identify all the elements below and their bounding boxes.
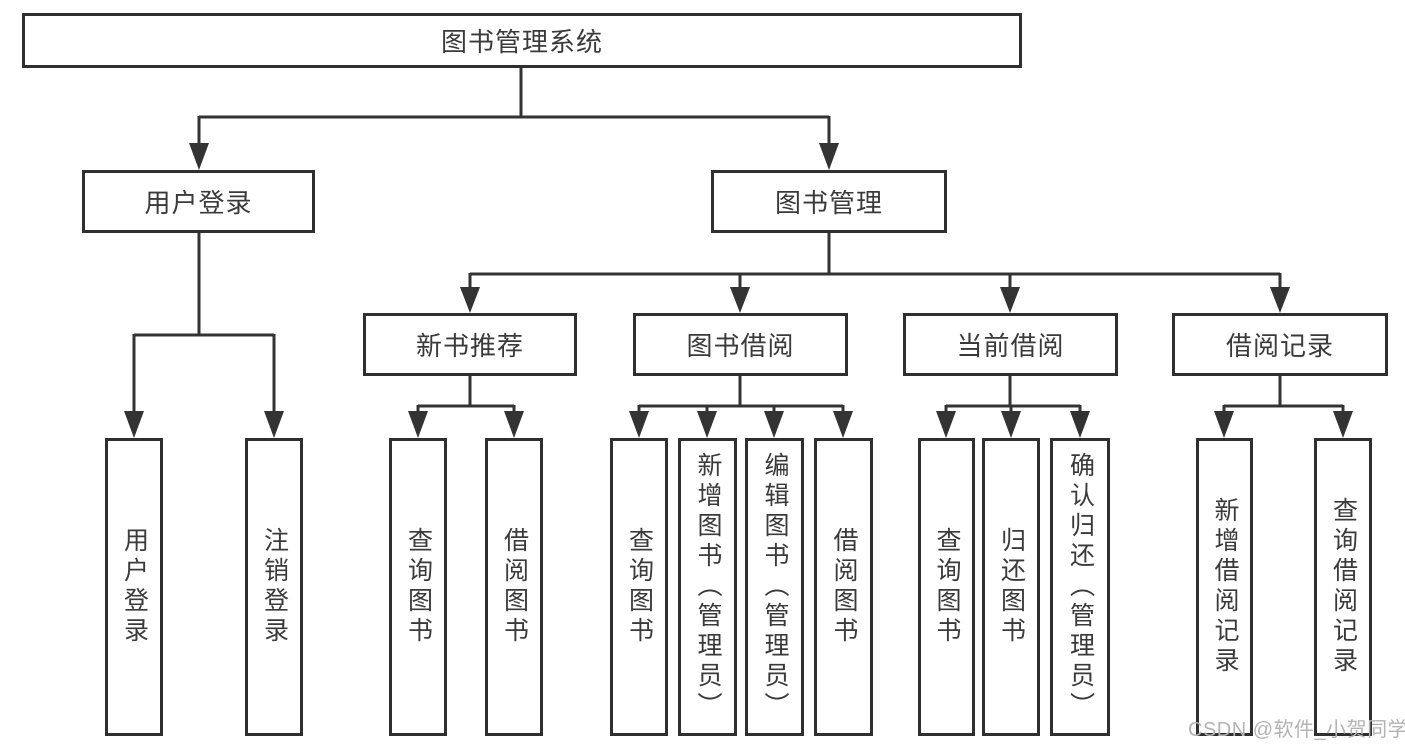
node-label: 新增图书（管理员）	[694, 452, 722, 722]
node-records-query-record: 查询借阅记录	[1314, 438, 1372, 736]
node-current-query-books: 查询图书	[918, 438, 975, 736]
node-new-book-recommend: 新书推荐	[363, 313, 577, 376]
node-records-add-record: 新增借阅记录	[1196, 438, 1253, 736]
node-label: 图书管理系统	[440, 27, 603, 57]
node-borrowing-records: 借阅记录	[1172, 313, 1388, 376]
node-label: 图书借阅	[686, 331, 795, 361]
node-label: 用户登录	[120, 527, 149, 647]
node-current-return-books: 归还图书	[982, 438, 1040, 736]
node-label: 借阅图书	[500, 527, 529, 647]
node-library-management-system: 图书管理系统	[22, 13, 1022, 68]
node-label: 新书推荐	[415, 331, 524, 361]
node-logout-action: 注销登录	[245, 438, 303, 736]
node-book-management: 图书管理	[711, 170, 947, 233]
node-recommend-borrow-books: 借阅图书	[485, 438, 543, 736]
arrowheads	[124, 143, 1353, 438]
node-label: 查询图书	[625, 527, 654, 647]
node-label: 借阅记录	[1225, 331, 1334, 361]
node-borrow-borrow-books: 借阅图书	[814, 438, 873, 736]
node-label: 编辑图书（管理员）	[761, 452, 789, 722]
node-borrow-edit-books-admin: 编辑图书（管理员）	[745, 438, 804, 736]
node-recommend-query-books: 查询图书	[389, 438, 447, 736]
node-book-borrowing: 图书借阅	[633, 313, 848, 376]
node-current-borrowing: 当前借阅	[903, 313, 1118, 376]
node-label: 借阅图书	[830, 527, 858, 647]
node-borrow-query-books: 查询图书	[610, 438, 668, 736]
node-label: 图书管理	[774, 188, 883, 218]
csdn-watermark: CSDN @软件_小贺同学	[1188, 719, 1405, 741]
node-current-confirm-return-admin: 确认归还（管理员）	[1050, 438, 1110, 736]
node-user-login-action: 用户登录	[105, 438, 163, 736]
node-label: 归还图书	[997, 527, 1026, 647]
node-label: 用户登录	[144, 188, 253, 218]
node-label: 确认归还（管理员）	[1066, 452, 1095, 722]
node-label: 查询图书	[404, 527, 433, 647]
node-borrow-add-books-admin: 新增图书（管理员）	[678, 438, 737, 736]
connector-paths	[132, 68, 1345, 414]
node-label: 当前借阅	[956, 331, 1065, 361]
node-label: 新增借阅记录	[1211, 497, 1239, 677]
node-user-login: 用户登录	[82, 170, 315, 233]
node-label: 查询图书	[933, 527, 961, 647]
node-label: 查询借阅记录	[1329, 497, 1358, 677]
node-label: 注销登录	[260, 527, 289, 647]
